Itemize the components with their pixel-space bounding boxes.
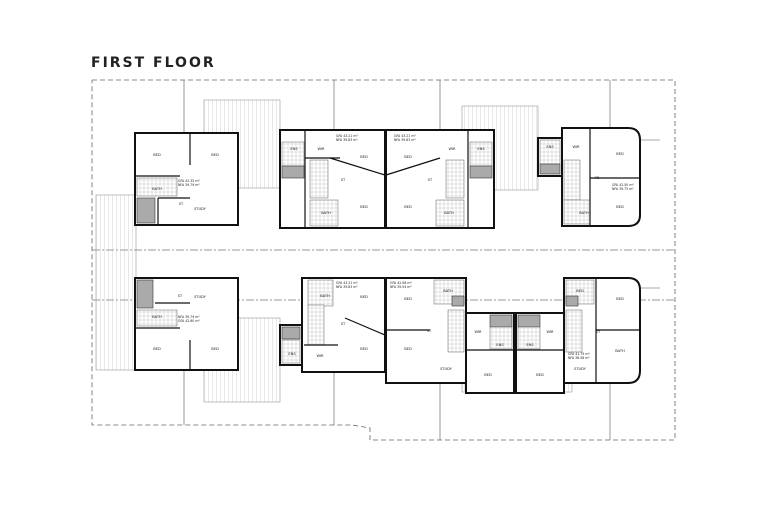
room-label: NFA 39.83 m²	[336, 285, 358, 289]
room-label: BATH	[444, 211, 454, 215]
room-label: NFA 39.75 m²	[612, 187, 634, 191]
drawing-title: FIRST FLOOR	[91, 55, 216, 71]
room-label: ST	[341, 322, 346, 326]
room-label: WIR	[448, 147, 456, 151]
unit-bottom-right: BED BED BATH ST STUDY GFA 41.79 m² NFA 3…	[563, 277, 641, 384]
room-label: ENS	[288, 352, 296, 356]
room-label: BATH	[320, 294, 330, 298]
room-label: BATH	[321, 211, 331, 215]
room-label: BATH	[443, 289, 453, 293]
unit-bottom-left: BED BED BATH ST STUDY NFA 39.79 m² GFA 4…	[134, 277, 239, 371]
room-label: GFA 42.35 m²	[178, 179, 200, 183]
room-label: GFA 42.50 m²	[612, 183, 634, 187]
room-label: PD	[595, 176, 600, 180]
room-label: BED	[576, 289, 584, 293]
room-label: ST	[179, 202, 184, 206]
room-label: BATH	[152, 187, 162, 191]
unit-bottom-4: WIR ENS BED	[465, 312, 515, 394]
room-label: ENS	[496, 343, 504, 347]
room-label: NFA 38.58 m²	[568, 356, 590, 360]
unit-bottom-3: BED BED BATH ST STUDY GFA 42.08 m² NFA 3…	[385, 277, 467, 384]
room-label: BED	[360, 295, 368, 299]
room-label: STUDY	[194, 295, 207, 299]
room-label: BED	[211, 153, 219, 157]
room-label: GFA 43.21 m²	[336, 281, 358, 285]
room-label: BED	[616, 152, 624, 156]
room-label: ST	[341, 178, 346, 182]
room-label: STUDY	[194, 207, 207, 211]
room-label: STUDY	[574, 367, 587, 371]
room-label: NFA 39.79 m²	[178, 315, 200, 319]
room-label: ST	[596, 330, 601, 334]
dimension-lines	[183, 80, 660, 440]
room-label: ST	[428, 178, 433, 182]
room-label: ENS	[546, 145, 554, 149]
room-label: GFA 41.79 m²	[568, 352, 590, 356]
room-label: WIR	[316, 354, 324, 358]
unit-top-left: BED BED BATH ST STUDY GFA 42.35 m² NFA 3…	[134, 132, 239, 226]
room-label: NFA 39.54 m²	[390, 285, 412, 289]
room-label: NFA 39.79 m²	[178, 183, 200, 187]
room-label: BED	[404, 205, 412, 209]
room-label: GFA 42.60 m²	[178, 319, 200, 323]
room-label: WIR	[572, 145, 580, 149]
room-label: STUDY	[440, 367, 453, 371]
room-label: BED	[404, 347, 412, 351]
room-label: ENS	[526, 343, 534, 347]
room-label: BED	[153, 347, 161, 351]
unit-top-right: ENS WIR BED BED BATH PD GFA 42.50 m² NFA…	[537, 127, 641, 227]
room-label: BED	[360, 205, 368, 209]
room-label: BED	[616, 205, 624, 209]
room-label: GFA 43.21 m²	[336, 134, 358, 138]
room-label: WIR	[317, 147, 325, 151]
room-label: BED	[484, 373, 492, 377]
room-label: ST	[178, 294, 183, 298]
room-label: BATH	[579, 211, 589, 215]
room-label: BED	[360, 155, 368, 159]
room-label: BED	[153, 153, 161, 157]
room-label: BATH	[615, 349, 625, 353]
room-label: ENS	[477, 147, 485, 151]
room-label: BED	[536, 373, 544, 377]
room-label: GFA 43.21 m²	[394, 134, 416, 138]
unit-bottom-5: WIR ENS BED	[515, 312, 565, 394]
unit-top-3: ENS WIR BED BED BATH ST GFA 43.21 m² NFA…	[385, 129, 495, 229]
room-label: NFA 39.83 m²	[336, 138, 358, 142]
room-label: BED	[404, 155, 412, 159]
room-label: BED	[211, 347, 219, 351]
unit-top-2: ENS WIR BED BED BATH ST GFA 43.21 m² NFA…	[279, 129, 386, 229]
room-label: ST	[427, 329, 432, 333]
room-label: BED	[616, 297, 624, 301]
room-label: ENS	[290, 147, 298, 151]
room-label: WIR	[474, 330, 482, 334]
room-label: GFA 42.08 m²	[390, 281, 412, 285]
room-label: BATH	[152, 315, 162, 319]
unit-bottom-2: ENS WIR BED BED BATH ST GFA 43.21 m² NFA…	[279, 277, 386, 373]
room-label: WIR	[546, 330, 554, 334]
room-label: BED	[404, 297, 412, 301]
room-label: NFA 39.83 m²	[394, 138, 416, 142]
room-label: BED	[360, 347, 368, 351]
